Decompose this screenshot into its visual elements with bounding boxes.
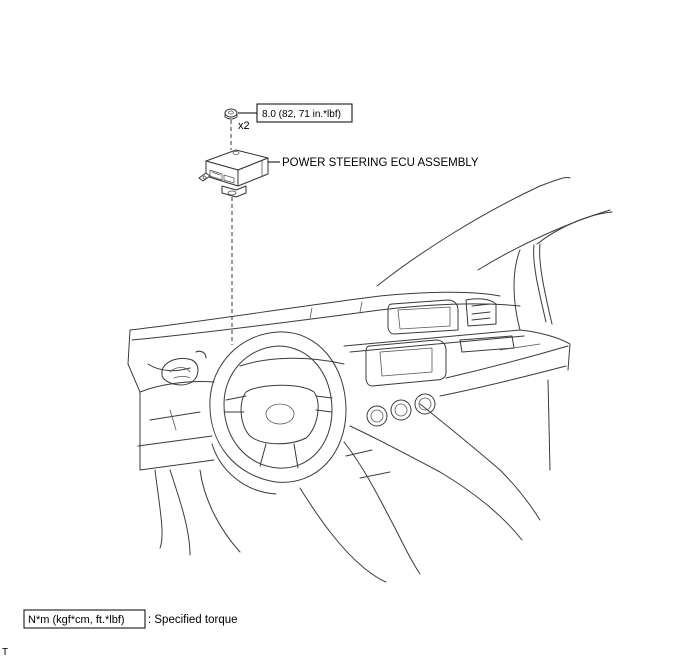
legend: N*m (kgf*cm, ft.*lbf) : Specified torque — [23, 609, 238, 629]
nut-icon — [224, 108, 238, 120]
footer-mark: T — [2, 647, 8, 658]
torque-value: 8.0 (82, 71 in.*lbf) — [262, 109, 341, 120]
dashboard-illustration — [127, 177, 613, 583]
legend-unit-text: N*m (kgf*cm, ft.*lbf) — [28, 614, 125, 626]
torque-box — [256, 103, 353, 123]
legend-description: : Specified torque — [148, 614, 238, 626]
ecu-assembly-illustration — [198, 149, 269, 198]
torque-callout: 8.0 (82, 71 in.*lbf) — [238, 103, 353, 123]
quantity-label: x2 — [238, 120, 250, 132]
legend-unit-box — [23, 609, 146, 629]
part-name-label: POWER STEERING ECU ASSEMBLY — [282, 157, 479, 169]
